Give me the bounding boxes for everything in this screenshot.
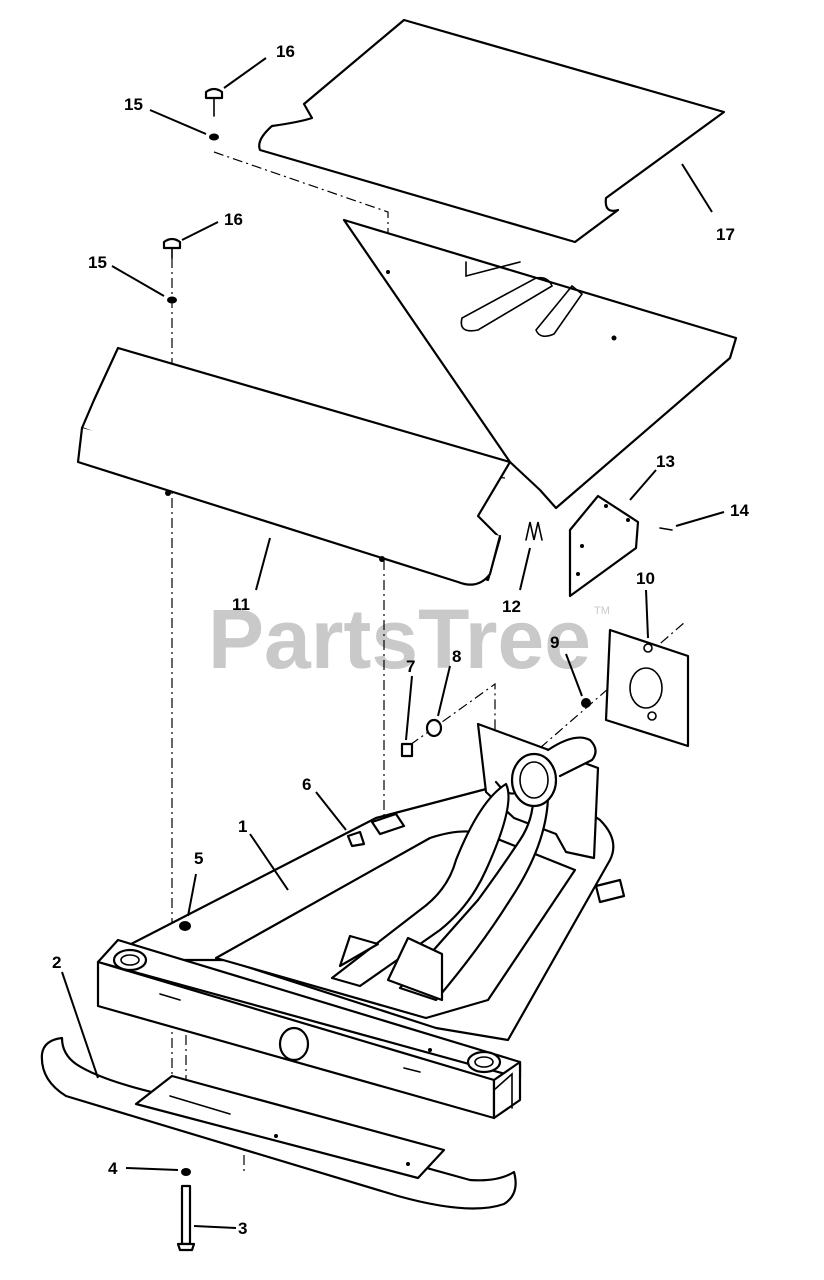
callout-13: 13 — [656, 452, 675, 471]
callout-12: 12 — [502, 597, 521, 616]
callout-6: 6 — [302, 775, 311, 794]
callout-11: 11 — [232, 595, 250, 614]
part-13-bracket — [568, 494, 640, 598]
callout-9: 9 — [550, 633, 559, 652]
watermark-text: PartsTree — [208, 592, 591, 686]
callout-5: 5 — [194, 849, 203, 868]
callout-14: 14 — [730, 501, 749, 520]
callout-10: 10 — [636, 569, 655, 588]
part-11-floor-pan — [76, 218, 738, 586]
callout-3: 3 — [238, 1219, 247, 1238]
callout-4: 4 — [108, 1159, 118, 1178]
callout-17: 17 — [716, 225, 735, 244]
callout-15-lower: 15 — [88, 253, 107, 272]
callout-8: 8 — [452, 647, 461, 666]
callout-2: 2 — [52, 953, 61, 972]
callout-16-upper: 16 — [276, 42, 295, 61]
callout-7: 7 — [406, 657, 415, 676]
part-1-main-frame — [96, 722, 626, 1120]
part-2-front-bumper — [40, 1036, 517, 1210]
part-17-floor-mat — [258, 18, 726, 244]
watermark-trademark: TM — [594, 605, 610, 617]
callout-15-upper: 15 — [124, 95, 143, 114]
callout-16-lower: 16 — [224, 210, 243, 229]
leader-lines — [61, 57, 725, 1229]
hardware — [162, 87, 673, 1252]
watermark: PartsTree TM — [208, 592, 610, 686]
part-10-gasket-plate — [604, 628, 690, 748]
callout-1: 1 — [238, 817, 247, 836]
callout-labels: 16 15 16 15 17 11 12 13 14 10 9 8 7 6 1 … — [52, 42, 749, 1238]
